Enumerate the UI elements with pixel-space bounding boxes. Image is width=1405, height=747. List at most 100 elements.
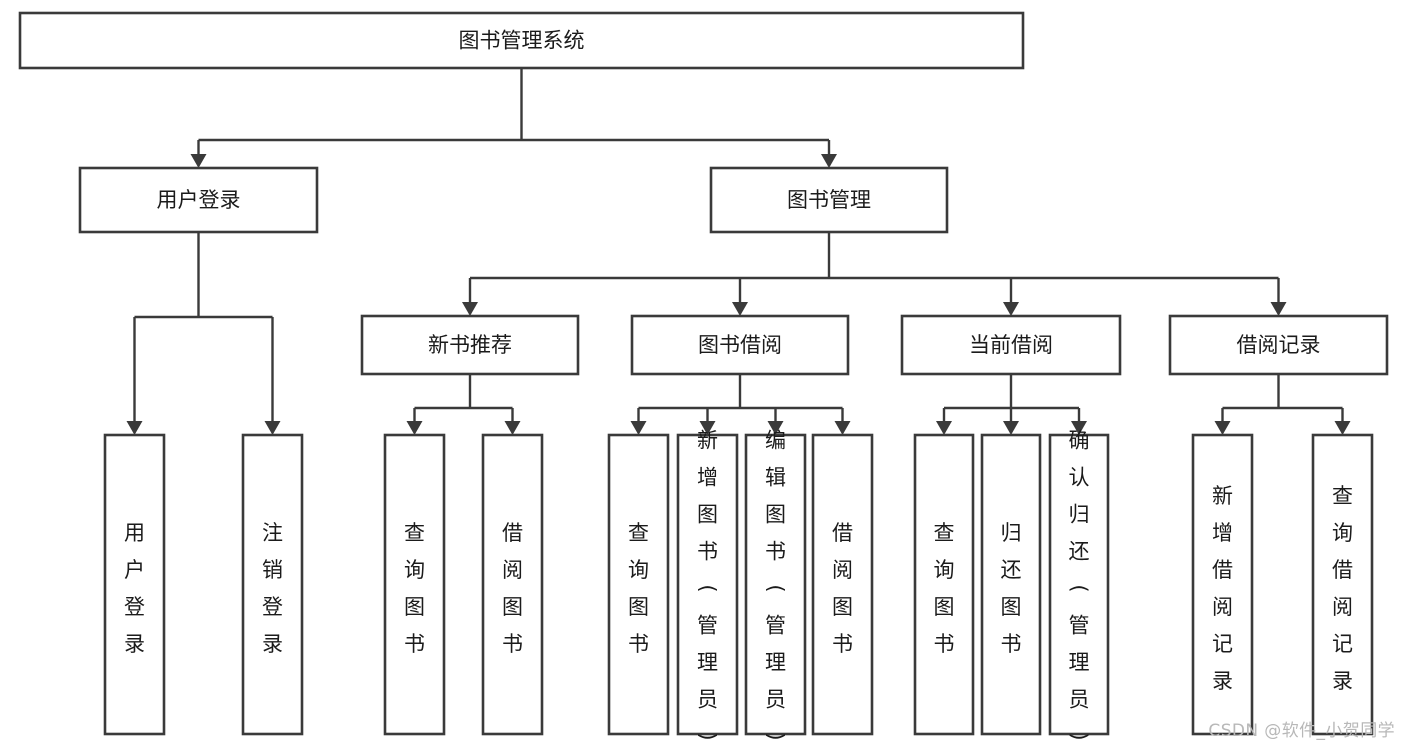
node-box-root[interactable]: [18, 11, 1025, 70]
node-label-l4-11-char-0: 新: [1212, 484, 1233, 508]
node-label-l4-8-char-3: 书: [934, 632, 955, 656]
node-label-l4-6-char-8: ): [763, 732, 787, 740]
node-label-l4-8-char-1: 询: [934, 558, 955, 582]
node-label-l4-10-char-5: 管: [1069, 614, 1090, 638]
edge-new-book-to-query-book-arrowhead: [406, 421, 423, 435]
node-box-l4-7[interactable]: [811, 433, 874, 736]
node-label-l4-6-char-2: 图: [765, 503, 786, 527]
node-l2-1[interactable]: 图书管理: [709, 166, 949, 234]
node-box-l4-5[interactable]: [676, 433, 739, 736]
node-l3-3[interactable]: 借阅记录: [1168, 314, 1389, 376]
node-label-l4-9-char-3: 书: [1001, 632, 1022, 656]
edge-current-borrow-to-query-book-arrowhead: [936, 421, 952, 435]
edge-book-management-to-book-borrow-arrowhead: [732, 302, 748, 316]
node-label-l4-9-char-1: 还: [1001, 558, 1022, 582]
edge-book-management-to-borrow-record-arrowhead: [1270, 302, 1287, 316]
node-box-l4-8[interactable]: [913, 433, 975, 736]
node-label-l4-6-char-1: 辑: [765, 466, 786, 490]
edge-user-login-to-user-login-leaf-arrowhead: [126, 421, 143, 435]
node-label-l4-7-char-3: 书: [832, 632, 853, 656]
node-box-l4-10[interactable]: [1048, 433, 1110, 736]
node-label-l4-5-char-7: 员: [697, 688, 718, 712]
node-box-l4-4[interactable]: [607, 433, 670, 736]
node-label-l4-12-char-0: 查: [1332, 484, 1353, 508]
watermark: CSDN @软件_小贺同学: [1208, 721, 1395, 741]
edge-borrow-record-to-add-record-arrowhead: [1214, 421, 1231, 435]
node-box-l4-2[interactable]: [383, 433, 446, 736]
node-label-l4-5-char-5: 管: [697, 614, 718, 638]
node-box-l2-0[interactable]: [78, 166, 319, 234]
node-label-l4-10-char-8: ): [1067, 732, 1091, 740]
node-label-l4-6-char-5: 管: [765, 614, 786, 638]
node-label-l4-2-char-1: 询: [404, 558, 425, 582]
node-box-l2-1[interactable]: [709, 166, 949, 234]
node-label-l4-2-char-0: 查: [404, 521, 425, 545]
node-label-l4-5-char-6: 理: [697, 651, 718, 675]
node-box-l4-12[interactable]: [1311, 433, 1374, 736]
node-label-l4-3-char-0: 借: [502, 521, 523, 545]
node-label-l4-4-char-0: 查: [628, 521, 649, 545]
node-box-l3-3[interactable]: [1168, 314, 1389, 376]
node-label-l4-10-char-1: 认: [1069, 466, 1090, 490]
edges-layer: [126, 68, 1351, 435]
node-label-l4-12-char-3: 阅: [1332, 595, 1353, 619]
node-label-l4-2-char-2: 图: [404, 595, 425, 619]
node-l2-0[interactable]: 用户登录: [78, 166, 319, 234]
node-l3-1[interactable]: 图书借阅: [630, 314, 850, 376]
edge-root-to-user-login-arrowhead: [190, 154, 207, 168]
node-l3-2[interactable]: 当前借阅: [900, 314, 1122, 376]
node-label-l4-6-char-4: (: [763, 584, 787, 592]
node-label-l4-11-char-1: 增: [1212, 521, 1233, 545]
node-box-l4-3[interactable]: [481, 433, 544, 736]
edge-book-management-to-new-book-recommend-arrowhead: [462, 302, 478, 316]
node-label-l4-5-char-1: 增: [697, 466, 718, 490]
node-label-l3-0: 新书推荐: [428, 333, 512, 357]
edge-current-borrow-to-confirm-return-arrowhead: [1071, 421, 1087, 435]
node-box-l3-0[interactable]: [360, 314, 580, 376]
node-label-l4-9-char-2: 图: [1001, 595, 1022, 619]
node-box-l4-0[interactable]: [103, 433, 166, 736]
node-label-l4-9-char-0: 归: [1001, 521, 1022, 545]
node-label-l4-10-char-6: 理: [1069, 651, 1090, 675]
node-label-l4-1-char-1: 销: [262, 558, 283, 582]
node-label-l3-3: 借阅记录: [1237, 333, 1321, 357]
node-box-l4-6[interactable]: [744, 433, 807, 736]
node-box-l3-1[interactable]: [630, 314, 850, 376]
node-label-l4-4-char-2: 图: [628, 595, 649, 619]
node-label-l4-4-char-3: 书: [628, 632, 649, 656]
node-root[interactable]: 图书管理系统: [18, 11, 1025, 70]
edge-book-borrow-to-add-book-arrowhead: [699, 421, 716, 435]
node-label-l4-11-char-5: 录: [1212, 669, 1233, 693]
node-label-l4-11-char-2: 借: [1212, 558, 1233, 582]
node-label-l4-0-char-2: 登: [124, 595, 145, 619]
node-label-l4-1-char-3: 录: [262, 632, 283, 656]
node-box-l4-11[interactable]: [1191, 433, 1254, 736]
edge-book-borrow-to-edit-book-arrowhead: [767, 421, 784, 435]
node-label-l4-5-char-4: (: [695, 584, 719, 592]
edge-book-management-to-current-borrow-arrowhead: [1003, 302, 1019, 316]
node-label-l4-3-char-3: 书: [502, 632, 523, 656]
node-l3-0[interactable]: 新书推荐: [360, 314, 580, 376]
node-box-l4-1[interactable]: [241, 433, 304, 736]
node-l4-0[interactable]: 用户登录: [103, 433, 166, 736]
node-label-l4-7-char-2: 图: [832, 595, 853, 619]
node-label-l4-6-char-7: 员: [765, 688, 786, 712]
edge-book-borrow-to-borrow-book-arrowhead: [834, 421, 851, 435]
node-label-l3-1: 图书借阅: [698, 333, 782, 357]
node-box-l4-9[interactable]: [980, 433, 1042, 736]
node-box-l3-2[interactable]: [900, 314, 1122, 376]
node-label-l4-8-char-0: 查: [934, 521, 955, 545]
edge-user-login-to-logout-arrowhead: [264, 421, 281, 435]
